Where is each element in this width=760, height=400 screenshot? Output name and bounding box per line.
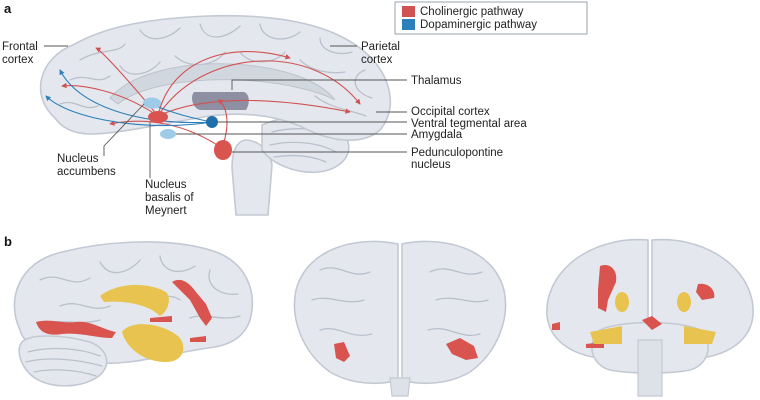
ventral-brain-view (546, 238, 754, 397)
legend: Cholinergic pathway Dopaminergic pathway (394, 1, 588, 35)
label-nucleus-accumbens: Nucleus accumbens (57, 153, 116, 178)
panel-label-a: a (4, 1, 12, 16)
label-pedunculopontine-nucleus: Pedunculopontine nucleus (411, 147, 506, 171)
label-frontal-cortex: Frontal cortex (2, 41, 41, 66)
label-parietal-cortex: Parietal cortex (361, 41, 403, 66)
lesion-yellow-ventral-1 (615, 292, 629, 312)
vta-shape (206, 116, 218, 128)
lesion-yellow-ventral-2 (677, 292, 691, 312)
label-ventral-tegmental-area: Ventral tegmental area (411, 118, 527, 130)
sagittal-brain (39, 14, 392, 216)
lesion-red-ventral-3 (642, 316, 662, 330)
legend-label-cholinergic: Cholinergic pathway (420, 6, 524, 18)
lesion-red-posterior-1 (334, 342, 350, 362)
nucleus-accumbens-shape (143, 97, 161, 109)
lesion-red-lateral-2 (36, 320, 116, 338)
lesion-red-ventral-1 (598, 264, 617, 312)
legend-swatch-dopaminergic (402, 19, 415, 30)
lesion-red-ventral-2 (696, 283, 715, 300)
nucleus-basalis-shape (148, 111, 168, 123)
lesion-yellow-ventral-3 (590, 326, 622, 344)
legend-swatch-cholinergic (402, 6, 415, 17)
lateral-brain-view (13, 241, 254, 387)
legend-label-dopaminergic: Dopaminergic pathway (420, 19, 537, 31)
lesion-red-lateral-1 (172, 279, 212, 326)
legend-box (394, 1, 588, 35)
label-nucleus-basalis: Nucleus basalis of Meynert (145, 179, 197, 217)
lesion-yellow-lateral-2 (122, 324, 184, 362)
lesion-red-posterior-2 (446, 338, 478, 360)
posterior-brain-view (293, 240, 507, 397)
panel-label-b: b (4, 234, 12, 249)
label-thalamus: Thalamus (411, 75, 462, 87)
pedunculopontine-shape (214, 140, 232, 160)
lesion-yellow-ventral-4 (684, 326, 716, 344)
label-occipital-cortex: Occipital cortex (411, 106, 490, 118)
lesion-red-lateral-3 (150, 316, 172, 322)
lesion-yellow-lateral-1 (100, 284, 169, 316)
lesion-red-ventral-4 (552, 322, 560, 330)
label-amygdala: Amygdala (411, 129, 463, 141)
amygdala-shape (160, 129, 176, 139)
lesion-red-lateral-4 (190, 336, 206, 342)
